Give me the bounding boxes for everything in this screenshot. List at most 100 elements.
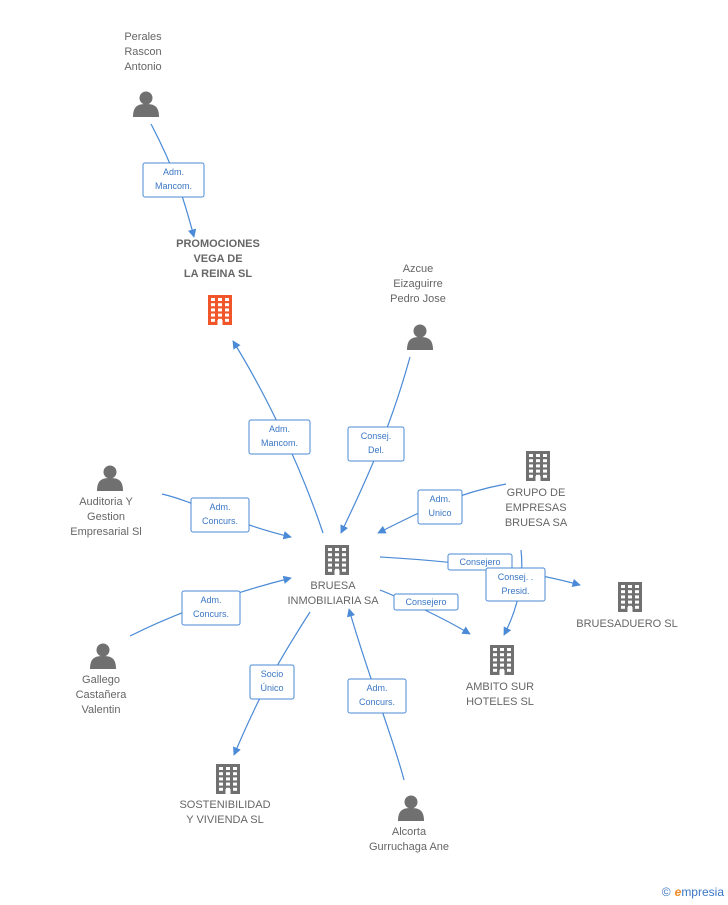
- building-window: [211, 318, 215, 322]
- building-window: [507, 653, 511, 657]
- brand-name: mpresia: [681, 885, 724, 899]
- copyright-symbol: ©: [661, 885, 671, 899]
- edge-label-box: [485, 567, 546, 602]
- building-window: [225, 298, 229, 301]
- building-window: [635, 590, 639, 594]
- building-window: [536, 464, 540, 468]
- building-window: [219, 772, 223, 776]
- building-window: [529, 469, 533, 473]
- edge-label: Adm.Concurs.: [190, 497, 250, 533]
- edge-label: Adm.Unico: [417, 489, 463, 525]
- node-label-line: BRUESA: [310, 580, 356, 592]
- node-label-line: VEGA DE: [193, 253, 242, 265]
- building-window: [233, 777, 237, 781]
- person-body: [97, 478, 123, 491]
- person-body: [398, 808, 424, 821]
- building-window: [211, 298, 215, 301]
- edge-label-box: [190, 497, 250, 533]
- node-label-line: Gallego: [82, 674, 120, 686]
- node-label-line: Auditoria Y: [79, 496, 133, 508]
- building-window: [335, 553, 339, 557]
- edge-label: Consejero: [393, 593, 459, 611]
- building-window: [225, 318, 229, 322]
- building-window: [536, 454, 540, 457]
- building-window: [493, 653, 497, 657]
- person-body: [133, 104, 159, 117]
- building-window: [536, 469, 540, 473]
- node-label-line: HOTELES SL: [466, 696, 534, 708]
- edge-label: Consej. .Presid.: [485, 567, 546, 602]
- edge-label: Consej.Del.: [347, 426, 405, 462]
- building-window: [628, 585, 632, 588]
- edge-label: Adm.Mancom.: [142, 162, 205, 198]
- edge-label-box: [393, 593, 459, 611]
- building-window: [226, 767, 230, 770]
- building-window: [536, 459, 540, 463]
- building-window: [219, 767, 223, 770]
- node-label-line: BRUESA SA: [505, 517, 568, 529]
- node-bruesa[interactable]: BRUESA INMOBILIARIA SA: [287, 545, 379, 607]
- node-label-line: Pedro Jose: [390, 293, 446, 305]
- building-window: [218, 313, 222, 317]
- building-window: [211, 303, 215, 307]
- edge-label-text: Socio: [261, 669, 284, 679]
- person-icon: [404, 795, 418, 809]
- edge-label-text: Consej.: [361, 431, 392, 441]
- building-window: [211, 308, 215, 312]
- building-window: [543, 474, 547, 478]
- building-window: [218, 308, 222, 312]
- building-window: [635, 585, 639, 588]
- node-bruesaduero[interactable]: BRUESADUERO SL: [576, 582, 678, 630]
- edge-label-text: Concurs.: [359, 697, 395, 707]
- building-window: [328, 563, 332, 567]
- edge-label-text: Adm.: [429, 494, 450, 504]
- building-window: [628, 590, 632, 594]
- edge-label-text: Adm.: [200, 595, 221, 605]
- person-icon: [413, 324, 427, 338]
- node-label-line: Gestion: [87, 511, 125, 523]
- node-label-line: PROMOCIONES: [176, 238, 260, 250]
- edge-label-box: [249, 664, 295, 700]
- building-window: [328, 553, 332, 557]
- building-window: [621, 595, 625, 599]
- node-label-line: INMOBILIARIA SA: [287, 595, 379, 607]
- building-window: [507, 658, 511, 662]
- building-window: [529, 459, 533, 463]
- building-window: [493, 663, 497, 667]
- building-window: [628, 595, 632, 599]
- building-window: [621, 605, 625, 609]
- node-ambito[interactable]: AMBITO SUR HOTELES SL: [466, 645, 534, 708]
- building-window: [500, 648, 504, 651]
- building-window: [342, 563, 346, 567]
- building-window: [543, 469, 547, 473]
- node-label-line: AMBITO SUR: [466, 681, 534, 693]
- building-window: [342, 553, 346, 557]
- person-body: [90, 656, 116, 669]
- edge-label-box: [142, 162, 205, 198]
- building-window: [219, 777, 223, 781]
- building-window: [233, 772, 237, 776]
- building-window: [226, 782, 230, 786]
- building-window: [543, 464, 547, 468]
- building-door: [499, 670, 505, 675]
- edge-label-text: Consejero: [459, 557, 500, 567]
- edge-label-text: Mancom.: [261, 438, 298, 448]
- building-door: [217, 320, 223, 325]
- building-window: [225, 308, 229, 312]
- building-door: [535, 476, 541, 481]
- node-label-line: EMPRESAS: [505, 502, 566, 514]
